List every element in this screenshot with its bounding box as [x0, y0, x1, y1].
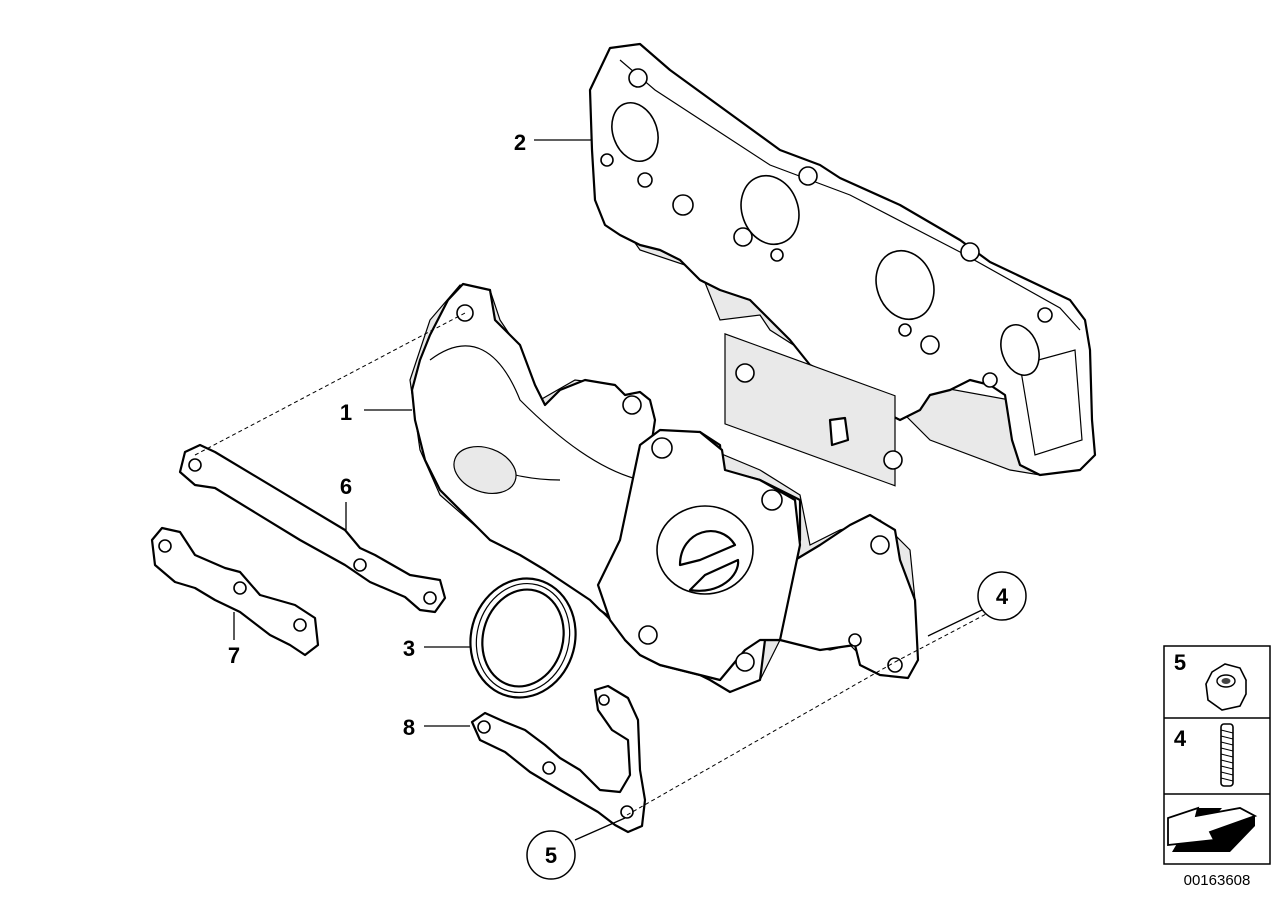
svg-text:7: 7	[228, 643, 240, 668]
stud-bolt-icon	[1220, 723, 1234, 787]
callout-2: 2	[514, 130, 526, 155]
part-6-gasket[interactable]	[178, 443, 447, 614]
part-7-gasket[interactable]	[150, 526, 320, 657]
parts-legend: 5 4	[1163, 645, 1271, 865]
legend-item-nut[interactable]: 5	[1174, 650, 1247, 711]
part-2-heat-shield[interactable]	[588, 42, 1097, 487]
svg-text:5: 5	[545, 843, 557, 868]
legend-item-stud[interactable]: 4	[1174, 723, 1234, 787]
svg-text:8: 8	[403, 715, 415, 740]
part-3-sealing-ring[interactable]	[457, 567, 589, 710]
svg-text:5: 5	[1174, 650, 1186, 675]
part-8-bracket[interactable]	[470, 684, 647, 834]
assembly-lines	[194, 312, 991, 816]
callout-1: 1	[340, 400, 352, 425]
callout-8: 8	[403, 715, 415, 740]
callout-4-circle: 4	[977, 571, 1027, 621]
callout-6: 6	[340, 474, 352, 499]
callout-7: 7	[228, 643, 240, 668]
image-number: 00163608	[1184, 872, 1251, 889]
svg-text:1: 1	[340, 400, 352, 425]
arrow-left-down-icon	[1167, 806, 1258, 852]
leader-lines	[233, 139, 983, 841]
legend-direction-arrow	[1167, 806, 1258, 852]
callout-5-circle: 5	[526, 830, 576, 880]
hex-nut-icon	[1205, 663, 1247, 711]
svg-text:4: 4	[996, 584, 1009, 609]
svg-text:6: 6	[340, 474, 352, 499]
part-1-exhaust-manifold[interactable]	[409, 282, 920, 694]
svg-text:3: 3	[403, 636, 415, 661]
svg-text:2: 2	[514, 130, 526, 155]
callout-3: 3	[403, 636, 415, 661]
svg-text:4: 4	[1174, 726, 1187, 751]
